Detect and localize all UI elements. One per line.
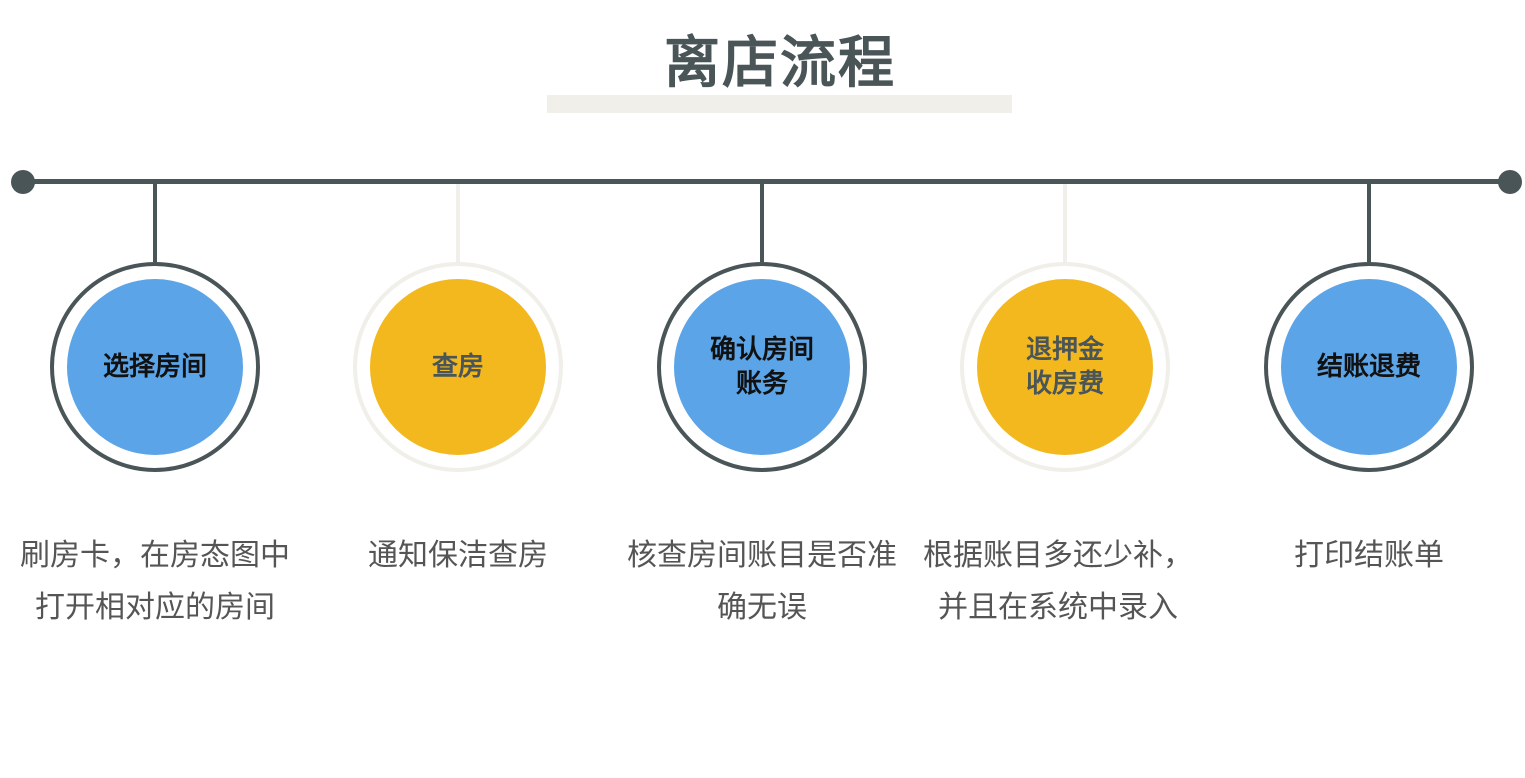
step-circle-checkout: 结账退费 [1281, 279, 1457, 455]
step-circle-refund-deposit: 退押金 收房费 [977, 279, 1153, 455]
page-title: 离店流程 [664, 31, 896, 96]
step-ring: 退押金 收房费 [960, 262, 1170, 472]
step-ring: 查房 [353, 262, 563, 472]
step-connector [1063, 184, 1067, 262]
step-circle-confirm-account: 确认房间 账务 [674, 279, 850, 455]
step-connector [760, 184, 764, 262]
step-connector [1367, 184, 1371, 262]
step-description: 核查房间账目是否准确无误 [627, 538, 897, 625]
step-description: 刷房卡，在房态图中打开相对应的房间 [20, 538, 290, 625]
title-underline [547, 95, 1012, 113]
step-description: 通知保洁查房 [368, 538, 548, 573]
step-circle-select-room: 选择房间 [67, 279, 243, 455]
step-connector [456, 184, 460, 262]
timeline-start-dot [11, 170, 35, 194]
step-description: 根据账目多还少补，并且在系统中录入 [923, 538, 1193, 625]
timeline-end-dot [1498, 170, 1522, 194]
step-description: 打印结账单 [1294, 538, 1444, 573]
step-ring: 选择房间 [50, 262, 260, 472]
step-circle-check-room: 查房 [370, 279, 546, 455]
step-ring: 确认房间 账务 [657, 262, 867, 472]
step-connector [153, 184, 157, 262]
timeline-line [22, 179, 1512, 184]
step-ring: 结账退费 [1264, 262, 1474, 472]
